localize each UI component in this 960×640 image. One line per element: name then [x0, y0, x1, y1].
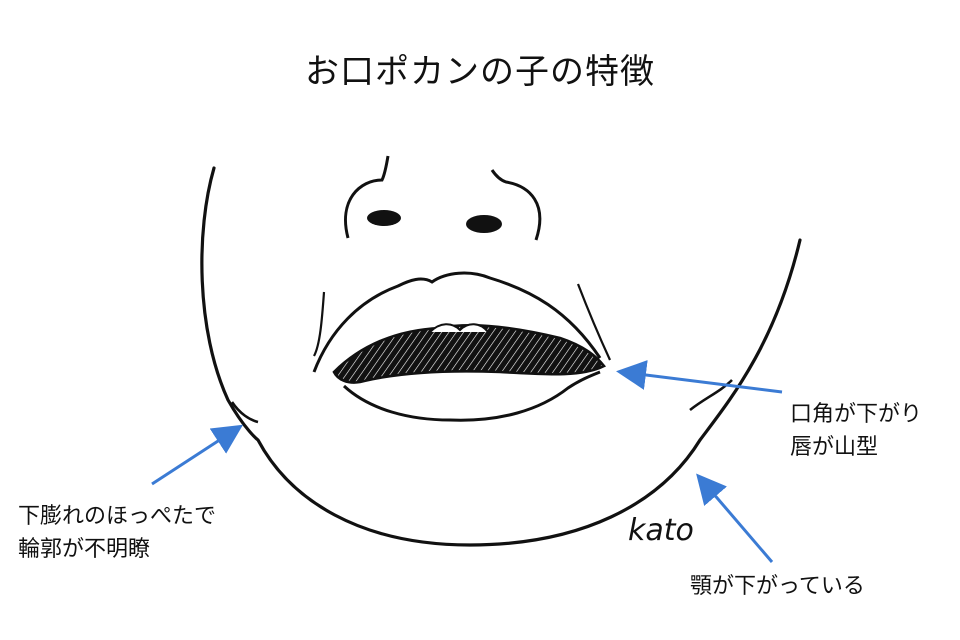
- mouth-corner-right: [576, 283, 611, 361]
- annotation-mouth-corners: 口角が下がり 唇が山型: [790, 398, 922, 464]
- annotation-jaw: 顎が下がっている: [690, 570, 865, 603]
- upper-lip: [312, 271, 602, 373]
- nostril-right: [466, 215, 502, 233]
- mouth-arrow: [616, 360, 783, 394]
- cheek-bump: [230, 401, 259, 424]
- upper-teeth: [429, 323, 489, 333]
- jaw-arrow: [696, 473, 774, 563]
- nostril-left: [367, 210, 401, 226]
- annotation-mouth-line1: 口角が下がり: [790, 402, 923, 427]
- face-outline: [200, 166, 802, 547]
- cheek-arrow: [151, 424, 244, 486]
- annotation-jaw-line1: 顎が下がっている: [690, 574, 865, 599]
- mouth-opening: [332, 323, 607, 384]
- artist-signature: kato: [628, 513, 694, 548]
- nose-bridge-left: [344, 155, 390, 239]
- annotation-cheek-line1: 下膨れのほっぺたで: [18, 504, 217, 529]
- lower-lip: [342, 370, 601, 422]
- annotation-cheeks: 下膨れのほっぺたで 輪郭が不明瞭: [18, 500, 216, 566]
- page-title: お口ポカンの子の特徴: [305, 52, 655, 92]
- jaw-shadow: [689, 379, 733, 412]
- annotation-cheek-line2: 輪郭が不明瞭: [18, 537, 151, 562]
- mouth-corner-left: [313, 291, 326, 357]
- annotation-mouth-line2: 唇が山型: [790, 435, 879, 460]
- nose-bridge-right: [490, 169, 542, 241]
